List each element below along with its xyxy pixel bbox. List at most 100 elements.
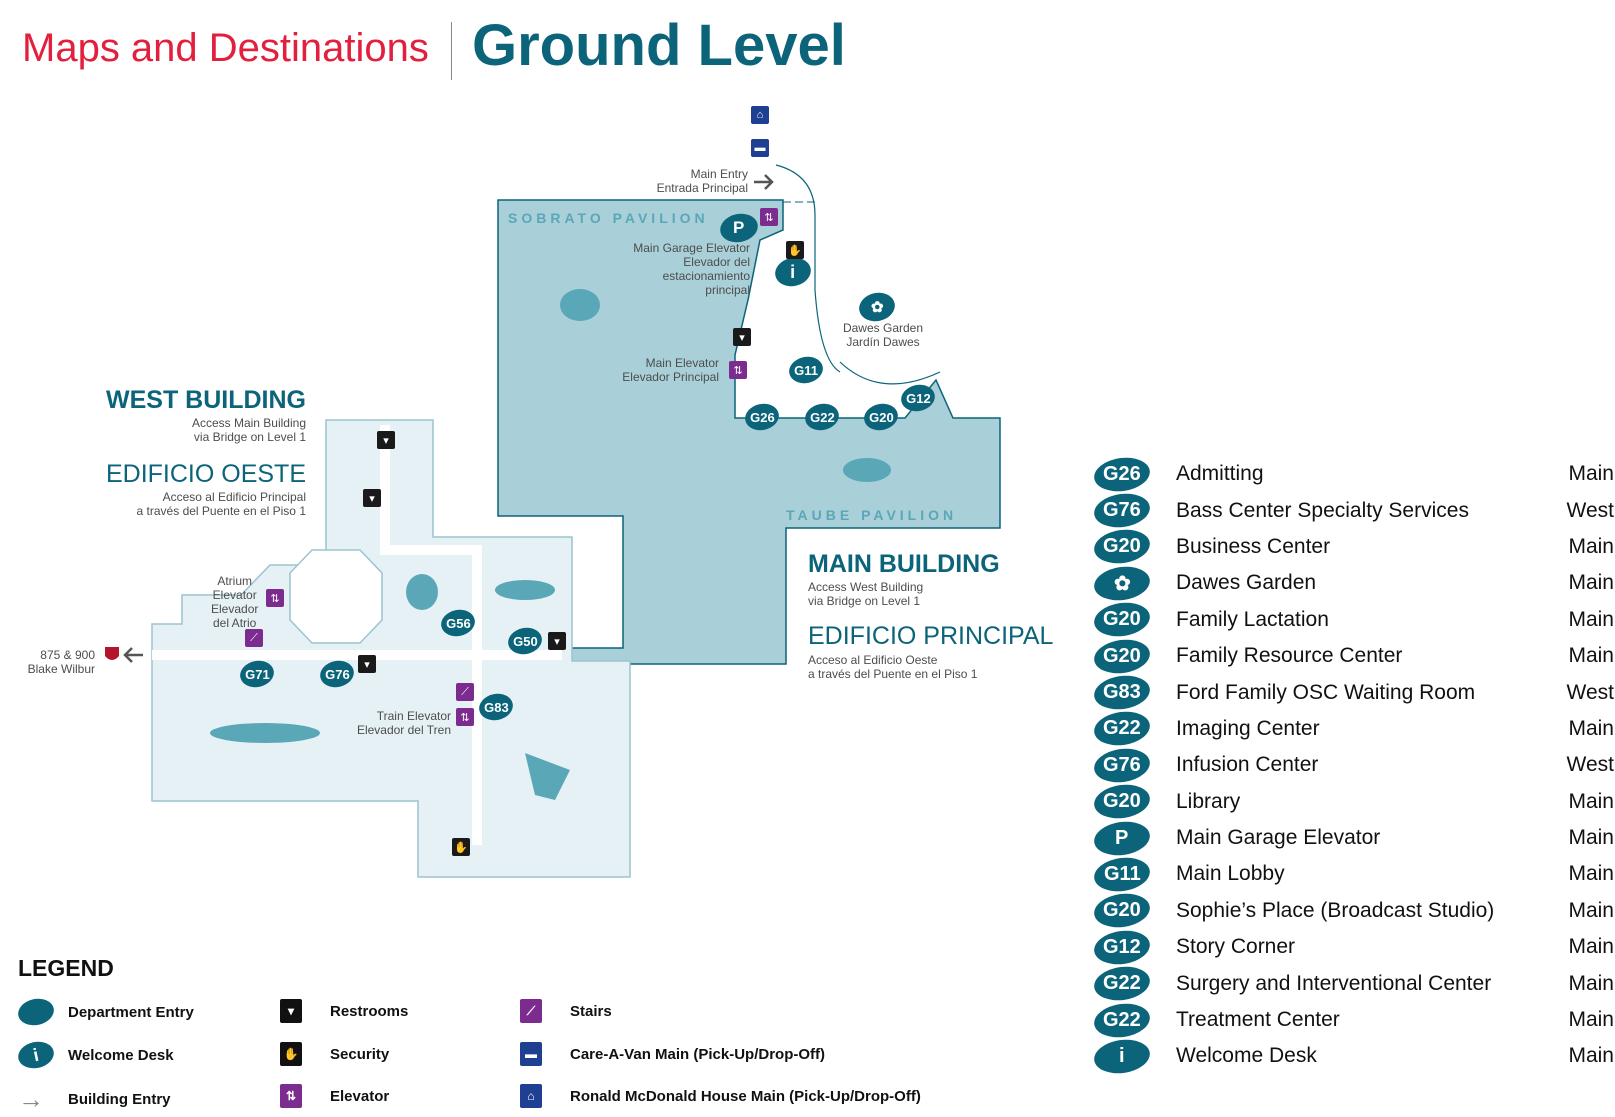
directory-name: Ford Family OSC Waiting Room bbox=[1176, 680, 1476, 704]
arrow-left-icon bbox=[123, 647, 143, 663]
house-icon: ⌂ bbox=[520, 1084, 542, 1108]
header-divider bbox=[451, 22, 452, 80]
directory-pin: G76 bbox=[1091, 490, 1153, 531]
directory-building: Main bbox=[1568, 971, 1614, 995]
directory-building: Main bbox=[1568, 571, 1614, 595]
west-building-shape bbox=[151, 419, 631, 878]
ramp bbox=[745, 279, 779, 322]
flower-icon: ✿ bbox=[870, 299, 884, 317]
main-building-title-es: EDIFICIO PRINCIPAL bbox=[808, 622, 1054, 650]
directory-building: Main bbox=[1568, 534, 1614, 558]
pin-label: G56 bbox=[445, 615, 471, 631]
directory-code: G20 bbox=[1103, 899, 1141, 922]
directory-name: Infusion Center bbox=[1176, 753, 1319, 777]
pin-label: G11 bbox=[794, 362, 818, 378]
directory-pin: G20 bbox=[1091, 526, 1153, 568]
legend-item-restrooms: ▾ Restrooms bbox=[280, 999, 408, 1023]
garage-elevator-line3: estacionamiento bbox=[662, 269, 750, 283]
legend-item-welcome-desk: i Welcome Desk bbox=[15, 1038, 174, 1072]
train-elevator-label: Train Elevator Elevador del Tren bbox=[357, 709, 451, 737]
leopard-shark-silhouette bbox=[210, 723, 320, 743]
directory-code: i bbox=[1119, 1044, 1125, 1067]
security-icon: ✋ bbox=[786, 241, 804, 259]
main-note-line1: Access West Building bbox=[808, 580, 924, 594]
legend-item-care-a-van: ▬ Care-A-Van Main (Pick-Up/Drop-Off) bbox=[520, 1042, 825, 1066]
page-title: Ground Level bbox=[472, 13, 846, 78]
legend-label: Department Entry bbox=[68, 1003, 194, 1021]
blake-wilbur-label: 875 & 900 Blake Wilbur bbox=[28, 648, 95, 676]
security-icon: ✋ bbox=[280, 1042, 302, 1066]
atrium-elevator-label: Atrium Elevator Elevador del Atrio bbox=[211, 574, 258, 630]
directory-pin: G22 bbox=[1091, 963, 1153, 1004]
directory-pin: G20 bbox=[1091, 635, 1153, 677]
directory-pin: G22 bbox=[1091, 708, 1153, 750]
directory-name: Dawes Garden bbox=[1176, 571, 1317, 595]
legend-label: Elevator bbox=[330, 1087, 390, 1105]
legend-item-elevator: ⇅ Elevator bbox=[280, 1084, 389, 1108]
pin-label: P bbox=[733, 218, 745, 237]
directory-building: Main bbox=[1568, 1008, 1614, 1032]
blake-line1: 875 & 900 bbox=[40, 648, 95, 662]
directory-code: G20 bbox=[1103, 535, 1141, 558]
garage-elevator-line4: principal bbox=[705, 283, 750, 297]
atrium-line4: del Atrio bbox=[213, 616, 257, 630]
garage-elevator-label: Main Garage Elevator Elevador del estaci… bbox=[633, 241, 750, 297]
security-icon: ✋ bbox=[452, 838, 470, 856]
directory-building: West bbox=[1566, 680, 1614, 704]
arrow-right-icon: → bbox=[18, 1084, 44, 1114]
restroom-icon: ▾ bbox=[377, 431, 395, 449]
legend-label: Welcome Desk bbox=[68, 1046, 174, 1064]
main-note-es-line1: Acceso al Edificio Oeste bbox=[808, 653, 938, 667]
legend-item-department-entry: Department Entry bbox=[15, 995, 194, 1029]
directory-row[interactable]: G22 Treatment Center Main bbox=[1091, 999, 1614, 1041]
directory-row[interactable]: G83 Ford Family OSC Waiting Room West bbox=[1091, 672, 1614, 713]
department-entry-icon bbox=[15, 995, 57, 1029]
directory-code: G20 bbox=[1103, 790, 1141, 813]
directory-building: Main bbox=[1568, 898, 1614, 922]
directory-name: Welcome Desk bbox=[1176, 1044, 1317, 1068]
dawes-garden-label: Dawes Garden Jardín Dawes bbox=[839, 321, 927, 349]
restroom-icon: ▾ bbox=[280, 999, 302, 1023]
directory-row[interactable]: ✿ Dawes Garden Main bbox=[1091, 563, 1614, 604]
directory-pin: G22 bbox=[1091, 999, 1153, 1041]
legend-item-building-entry: → Building Entry bbox=[18, 1084, 171, 1115]
directory-code: G11 bbox=[1103, 862, 1141, 885]
house-icon: ⌂ bbox=[751, 106, 769, 124]
stairs-icon: ⟋ bbox=[245, 629, 263, 647]
legend-item-ronald-mcdonald: ⌂ Ronald McDonald House Main (Pick-Up/Dr… bbox=[520, 1084, 921, 1108]
directory-pin: i bbox=[1091, 1036, 1153, 1077]
directory-pin: G76 bbox=[1091, 745, 1153, 786]
directory-name: Admitting bbox=[1176, 462, 1264, 486]
west-building-note-es: Acceso al Edificio Principal a través de… bbox=[137, 490, 306, 518]
directory-code: G76 bbox=[1103, 753, 1141, 776]
stairs-icon: ⟋ bbox=[456, 683, 474, 701]
directory-name: Library bbox=[1176, 789, 1241, 813]
directory-name: Family Resource Center bbox=[1176, 644, 1403, 668]
restroom-icon: ▾ bbox=[733, 328, 751, 346]
garage-elevator-line1: Main Garage Elevator bbox=[633, 241, 750, 255]
elevator-icon: ⇅ bbox=[456, 708, 474, 726]
dawes-garden-es: Jardín Dawes bbox=[846, 335, 920, 349]
directory-name: Treatment Center bbox=[1176, 1008, 1340, 1032]
directory-pin: G83 bbox=[1091, 672, 1153, 713]
directory-code: ✿ bbox=[1113, 572, 1131, 595]
directory-code: G20 bbox=[1103, 608, 1141, 631]
van-icon: ▬ bbox=[751, 139, 769, 157]
legend-label: Stairs bbox=[570, 1002, 612, 1020]
stanford-shield-icon bbox=[105, 647, 119, 660]
